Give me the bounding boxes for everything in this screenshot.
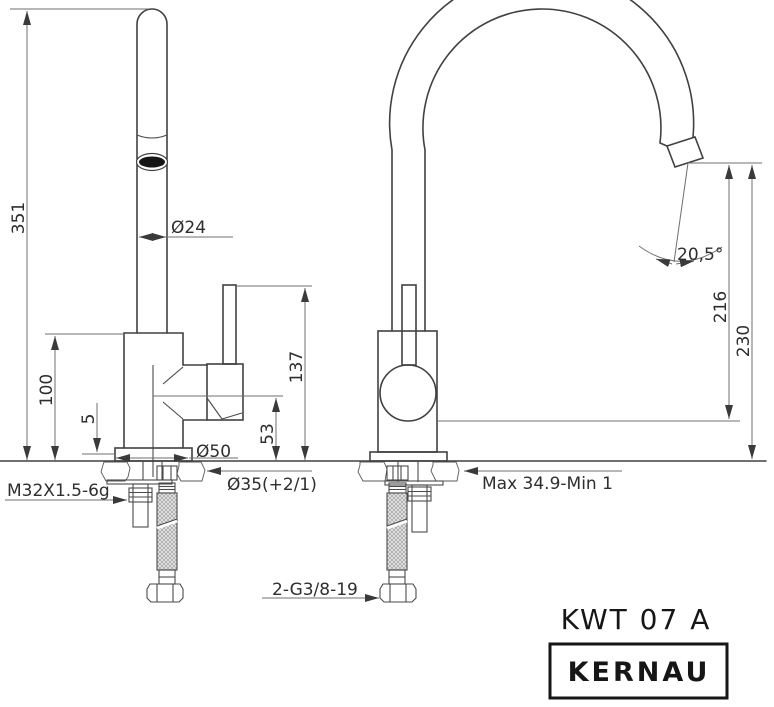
model-number-text: KWT 07 A — [561, 603, 712, 636]
dimension-labels: 351 100 5 137 53 Ø24 Ø50 M32X1.5-6g Ø35(… — [7, 202, 754, 600]
dim-spout-diameter-label: Ø24 — [171, 218, 206, 238]
spout-angle-label: 20,5° — [677, 245, 723, 265]
faucet-front-view — [369, 0, 705, 482]
spout-height-label: 230 — [734, 325, 754, 357]
spout-outlet-opening — [139, 156, 165, 168]
dimension-lines-side-view — [5, 8, 379, 602]
hose-nut — [146, 583, 184, 603]
brand-logo-box — [548, 642, 729, 700]
dim-base-lip-label: 5 — [79, 414, 99, 425]
counter-thickness-label: Max 34.9-Min 1 — [482, 474, 613, 494]
dim-body-height-label: 100 — [37, 374, 57, 406]
front-view-undercounter-hardware — [379, 465, 444, 603]
side-view-undercounter-hardware — [106, 465, 184, 603]
hose-thread-label: 2-G3/8-19 — [272, 580, 358, 600]
brand-logo-text: KERNAU — [568, 657, 711, 688]
dim-pivot-height-label: 53 — [258, 423, 278, 445]
hole-diameter-label: Ø35(+2/1) — [227, 475, 317, 495]
dimension-lines-front-view — [437, 162, 762, 475]
branding: KWT 07 A KERNAU — [548, 603, 729, 700]
dim-total-height-label: 351 — [9, 202, 29, 234]
faucet-side-view — [114, 8, 244, 480]
thread-spec-label: M32X1.5-6g — [7, 481, 110, 501]
flexible-hose — [386, 492, 408, 571]
hose-nut — [379, 583, 417, 603]
dim-handle-top-label: 137 — [287, 351, 307, 383]
handle-ball-joint — [379, 364, 437, 422]
dim-base-diameter-label: Ø50 — [196, 442, 231, 462]
outlet-height-label: 216 — [711, 291, 731, 323]
countertop — [0, 460, 767, 482]
flexible-hose — [156, 492, 178, 571]
